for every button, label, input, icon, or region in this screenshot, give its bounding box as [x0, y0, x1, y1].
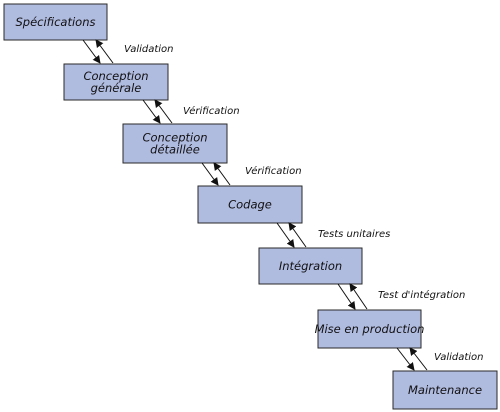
- feedback-arrow: [349, 283, 368, 310]
- phase-label: Maintenance: [408, 383, 482, 397]
- forward-arrow: [276, 222, 295, 248]
- phase-label: Mise en production: [315, 322, 425, 336]
- phase-specifications: Spécifications: [3, 3, 108, 41]
- transition-5: Test d'intégration: [337, 283, 465, 310]
- transition-1: Validation: [82, 39, 174, 64]
- transition-2: Vérification: [142, 99, 240, 124]
- phase-box: [197, 185, 303, 224]
- forward-arrow: [82, 39, 101, 64]
- feedback-arrow: [95, 39, 114, 64]
- phase-box: [258, 247, 363, 285]
- forward-arrow: [396, 347, 415, 371]
- phase-box: [122, 123, 228, 164]
- phase-box: [317, 309, 422, 349]
- phase-box: [63, 63, 169, 101]
- phase-mise-en-production: Mise en production: [315, 309, 425, 349]
- feedback-arrow: [213, 162, 231, 186]
- phase-label: Codage: [228, 198, 272, 212]
- transition-label: Vérification: [245, 165, 302, 177]
- phase-box: [3, 3, 108, 41]
- forward-arrow: [201, 162, 219, 186]
- transition-6: Validation: [396, 347, 484, 371]
- transition-3: Vérification: [201, 162, 302, 186]
- phase-integration: Intégration: [258, 247, 363, 285]
- transition-label: Vérification: [183, 105, 240, 117]
- phase-box: [392, 370, 498, 410]
- forward-arrow: [142, 99, 161, 124]
- forward-arrow: [337, 283, 356, 310]
- phase-label: Intégration: [279, 259, 342, 273]
- transition-label: Test d'intégration: [378, 289, 465, 301]
- phase-maintenance: Maintenance: [392, 370, 498, 410]
- phase-label: Spécifications: [15, 15, 95, 29]
- feedback-arrow: [288, 222, 307, 248]
- phase-codage: Codage: [197, 185, 303, 224]
- transition-label: Validation: [124, 44, 174, 55]
- transition-label: Validation: [434, 352, 484, 363]
- transition-4: Tests unitaires: [276, 222, 390, 248]
- feedback-arrow: [154, 99, 173, 124]
- transition-label: Tests unitaires: [318, 229, 390, 240]
- feedback-arrow: [409, 347, 428, 371]
